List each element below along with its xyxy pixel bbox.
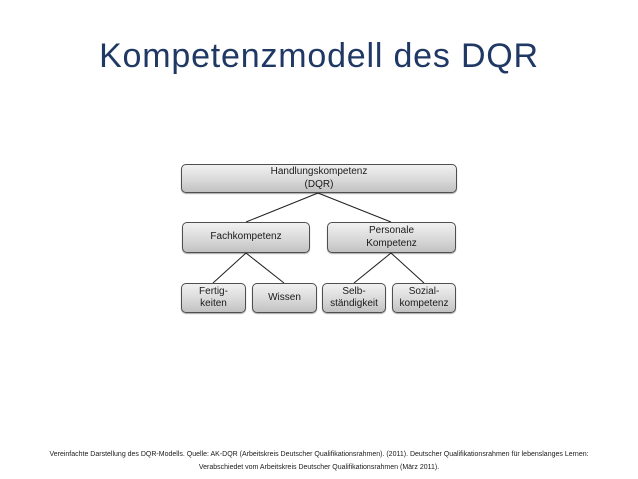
node-sozialkompetenz: Sozial- kompetenz <box>392 283 456 313</box>
source-note: Vereinfachte Darstellung des DQR-Modells… <box>0 448 638 474</box>
node-fachkompetenz: Fachkompetenz <box>182 222 310 253</box>
node-label: kompetenz <box>399 298 449 309</box>
connector-fach-to-fertigkeiten <box>212 252 247 284</box>
node-fertigkeiten: Fertig- keiten <box>181 283 246 313</box>
connector-top-to-personale <box>317 192 392 223</box>
node-label: Fertig- <box>199 285 228 297</box>
connector-fach-to-wissen <box>245 252 285 284</box>
node-personale-kompetenz: Personale Kompetenz <box>327 222 456 253</box>
source-note-line2: Verabschiedet vom Arbeitskreis Deutscher… <box>198 464 440 471</box>
node-label: ständigkeit <box>330 298 378 309</box>
node-handlungskompetenz: Handlungskompetenz (DQR) <box>181 164 457 193</box>
source-note-line1: Vereinfachte Darstellung des DQR-Modells… <box>49 451 589 458</box>
node-label: Selb- <box>342 285 366 297</box>
node-label: Personale <box>368 225 415 236</box>
connector-personale-to-selbstaendigkeit <box>353 252 392 284</box>
node-label: keiten <box>200 298 227 309</box>
node-label: (DQR) <box>304 178 334 190</box>
node-label: Kompetenz <box>366 237 417 249</box>
connector-personale-to-sozialkompetenz <box>390 252 425 284</box>
node-label: Wissen <box>268 291 301 303</box>
connector-top-to-fachkompetenz <box>245 192 319 223</box>
slide-title: Kompetenzmodell des DQR <box>99 37 539 75</box>
node-label: Fachkompetenz <box>210 231 282 243</box>
node-label: Handlungskompetenz <box>270 166 368 177</box>
node-selbstaendigkeit: Selb- ständigkeit <box>322 283 386 313</box>
node-label: Sozial- <box>408 285 440 297</box>
node-wissen: Wissen <box>252 283 317 313</box>
